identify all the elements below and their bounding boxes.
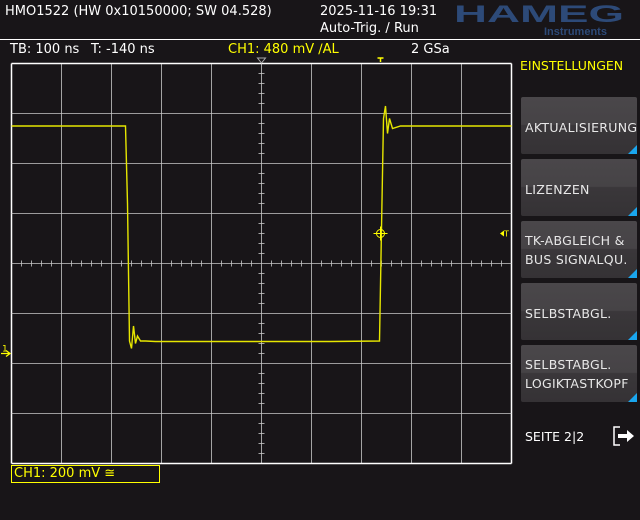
trigger-level-label: T — [503, 230, 509, 239]
ground-marker-label: 1 — [2, 345, 8, 355]
softkey-label: LOGIKTASTKOPF — [525, 376, 629, 391]
trigger-crosshair-icon — [373, 226, 388, 241]
ground-arrow-icon — [1, 349, 12, 358]
menu-title: EINSTELLUNGEN — [520, 58, 624, 73]
trigger-status: Auto-Trig. / Run — [320, 21, 419, 36]
softkey-corner-icon — [628, 393, 637, 402]
sample-rate: 2 GSa — [411, 42, 450, 57]
ch1-scale-label[interactable]: CH1: 200 mV ≅ — [11, 465, 160, 483]
waveform-display[interactable]: 1 T — [0, 55, 520, 495]
softkey-corner-icon — [628, 269, 637, 278]
softkey-label: TK-ABGLEICH & — [525, 233, 625, 248]
softkey-corner-icon — [628, 207, 637, 216]
datetime: 2025-11-16 19:31 — [320, 4, 438, 19]
center-marker-icon — [256, 57, 267, 64]
softkey-1[interactable]: AKTUALISIERUNG — [521, 97, 637, 154]
trigger-level-arrow-icon — [500, 230, 504, 237]
softkey-label: LIZENZEN — [525, 182, 590, 197]
softkey-3[interactable]: TK-ABGLEICH & BUS SIGNALQU. — [521, 221, 637, 278]
ch1-trace — [11, 105, 512, 349]
device-info: HMO1522 (HW 0x10150000; SW 04.528) — [5, 4, 272, 19]
softkey-corner-icon — [628, 331, 637, 340]
softkey-label: BUS SIGNALQU. — [525, 252, 628, 267]
softkey-label: SELBSTABGL. — [525, 306, 612, 321]
softkey-2[interactable]: LIZENZEN — [521, 159, 637, 216]
softkey-label: AKTUALISIERUNG — [525, 120, 638, 135]
softkey-5[interactable]: SELBSTABGL. LOGIKTASTKOPF — [521, 345, 637, 402]
header-separator — [0, 39, 640, 40]
softkey-4[interactable]: SELBSTABGL. — [521, 283, 637, 340]
trigger-position-icon — [377, 57, 384, 62]
svg-text:HAMEG: HAMEG — [454, 2, 624, 28]
trigger-info[interactable]: CH1: 480 mV ∕AL — [228, 42, 339, 57]
trigger-time[interactable]: T: -140 ns — [91, 42, 155, 57]
softkey-corner-icon — [628, 145, 637, 154]
trigger-level-marker[interactable] — [500, 230, 504, 237]
exit-arrow-icon[interactable] — [612, 425, 636, 447]
trigger-position-marker[interactable] — [256, 57, 388, 241]
ground-marker[interactable] — [1, 349, 12, 358]
svg-text:Instruments: Instruments — [544, 26, 607, 38]
hameg-logo: HAMEG Instruments — [454, 2, 624, 38]
timebase[interactable]: TB: 100 ns — [10, 42, 80, 57]
softkey-label: SELBSTABGL. — [525, 357, 612, 372]
page-indicator[interactable]: SEITE 2|2 — [525, 429, 585, 444]
